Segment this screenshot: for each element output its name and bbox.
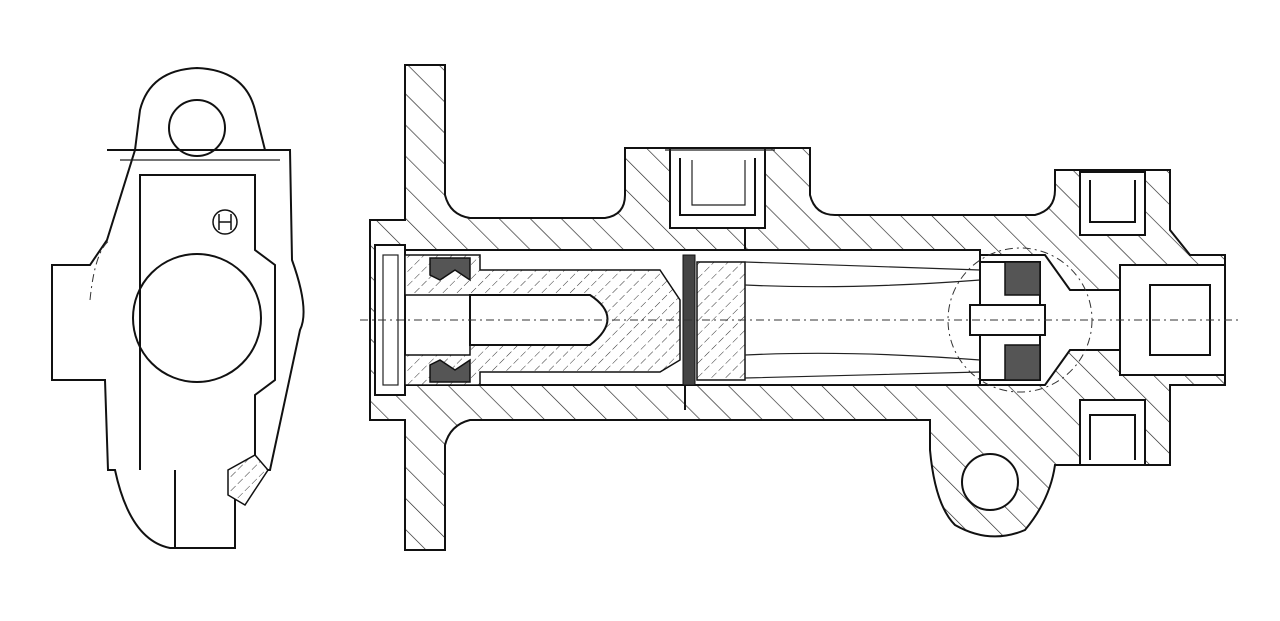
bore-circle <box>132 253 262 383</box>
mounting-hole <box>168 99 226 157</box>
section-view <box>360 64 1240 551</box>
end-view <box>51 66 305 549</box>
end-view-outline <box>51 66 305 549</box>
bosch-logo <box>212 209 238 235</box>
mount-hole <box>961 453 1019 511</box>
